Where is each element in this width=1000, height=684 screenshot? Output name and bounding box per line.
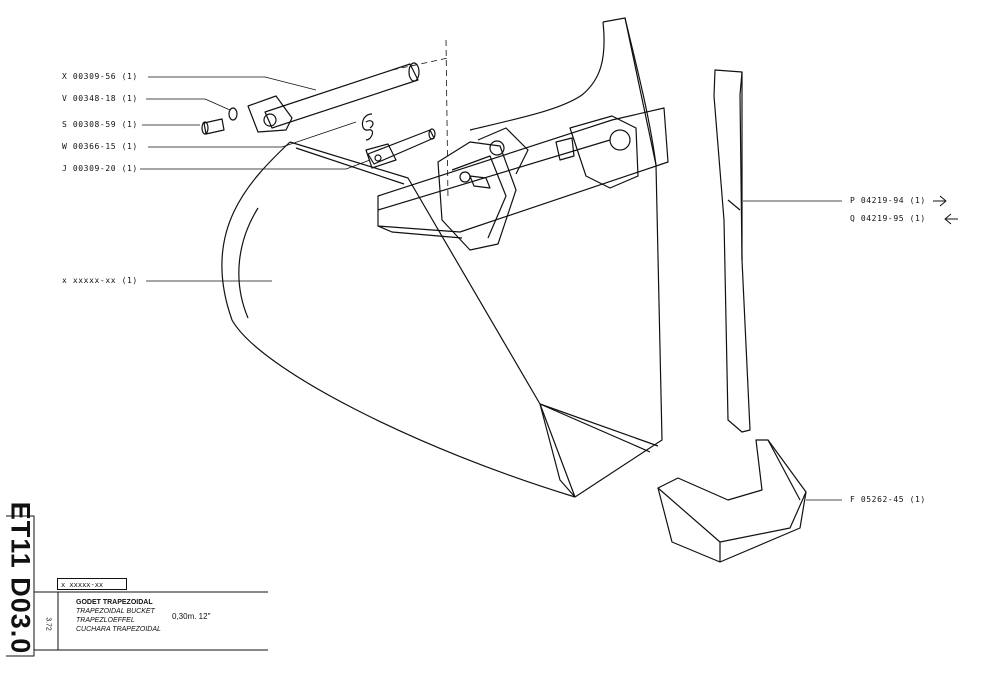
spring-clip bbox=[361, 113, 374, 141]
part-label: X 00309-56 (1) bbox=[62, 72, 138, 81]
part-label: V 00348-18 (1) bbox=[62, 94, 138, 103]
part-label: W 00366-15 (1) bbox=[62, 142, 138, 151]
drawing-date: 3.72 bbox=[44, 617, 52, 631]
title-de: TRAPEZLOEFFEL bbox=[76, 617, 135, 624]
title-fr: GODET TRAPEZOIDAL bbox=[76, 599, 153, 606]
part-label: S 00308-59 (1) bbox=[62, 120, 138, 129]
part-label: P 04219-94 (1) bbox=[850, 196, 926, 205]
drawing-code: ET11 D03.0 bbox=[5, 501, 36, 655]
bucket-size: 0,30m. 12" bbox=[172, 612, 211, 621]
part-label: Q 04219-95 (1) bbox=[850, 214, 926, 223]
title-block-frame bbox=[6, 515, 268, 657]
part-number-box: x xxxxx-xx bbox=[57, 578, 127, 590]
part-label: J 00309-20 (1) bbox=[62, 164, 138, 173]
part-label: x xxxxx-xx (1) bbox=[62, 276, 138, 285]
bolt-washer bbox=[201, 107, 238, 135]
leader-lines bbox=[140, 76, 842, 501]
short-pin bbox=[365, 128, 436, 169]
dash-lines bbox=[391, 39, 449, 201]
bucket-tooth bbox=[657, 439, 807, 563]
long-pin bbox=[247, 62, 420, 133]
part-label: F 05262-45 (1) bbox=[850, 495, 926, 504]
title-en: TRAPEZOIDAL BUCKET bbox=[76, 608, 155, 615]
bucket-body bbox=[221, 17, 669, 498]
wear-strip bbox=[713, 69, 751, 433]
title-es: CUCHARA TRAPEZOIDAL bbox=[76, 626, 161, 633]
arrow-icon bbox=[933, 195, 958, 225]
